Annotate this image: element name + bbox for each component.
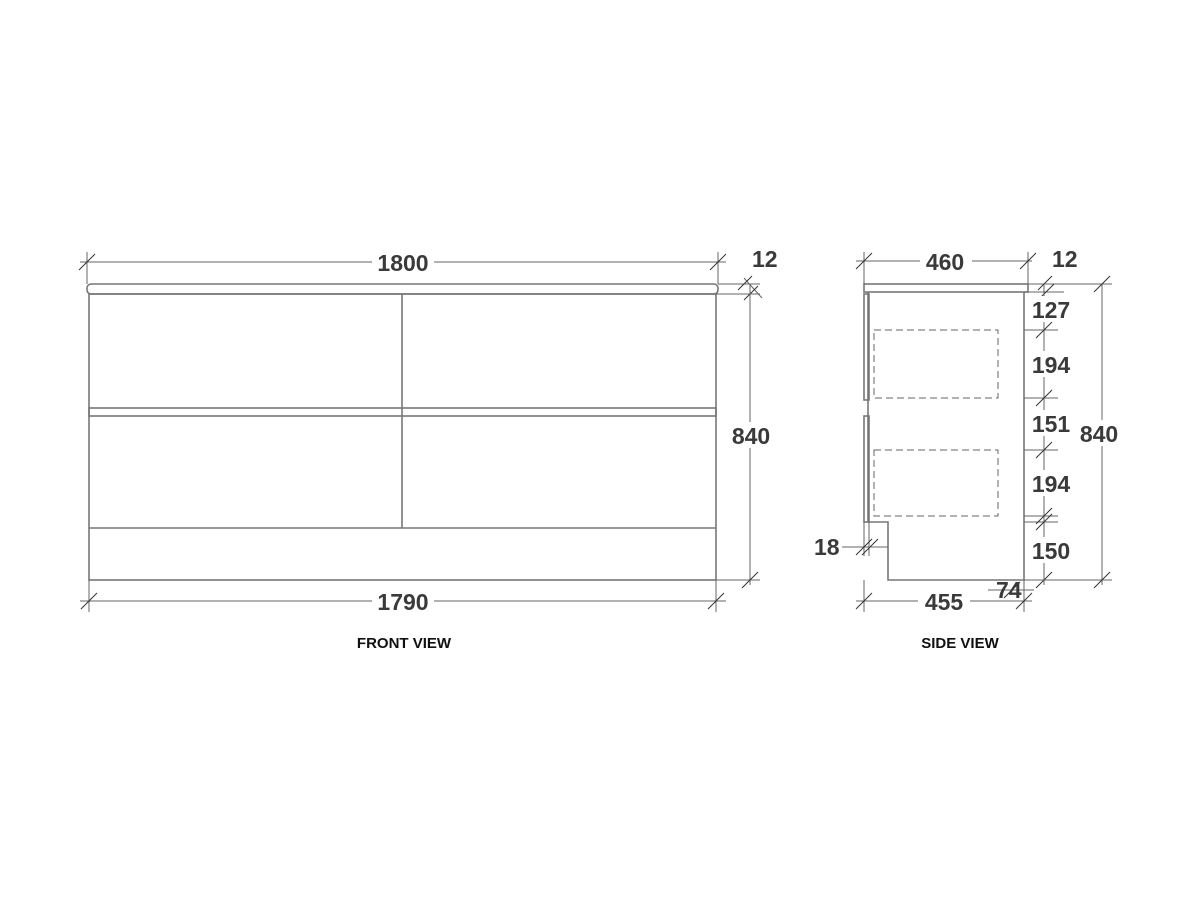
side-dim-top-thickness: 12 bbox=[1024, 246, 1078, 299]
side-dim-top-depth: 460 bbox=[855, 248, 1037, 284]
front-dim-bottom-width: 1790 bbox=[80, 580, 726, 615]
side-dim-plinth-label: 150 bbox=[1032, 538, 1070, 564]
side-dim-height-label: 840 bbox=[1080, 421, 1118, 447]
side-drawer-box-bottom bbox=[873, 449, 999, 517]
front-benchtop bbox=[86, 283, 719, 295]
side-dim-plinth-setback: 74 bbox=[988, 577, 1034, 603]
front-dim-bottom-width-label: 1790 bbox=[377, 589, 428, 615]
front-dim-top-width-label: 1800 bbox=[377, 250, 428, 276]
side-drawer-front-bottom bbox=[863, 415, 870, 523]
front-dim-top-width: 1800 bbox=[78, 249, 727, 284]
front-dim-top-thickness-label: 12 bbox=[752, 246, 778, 272]
side-dim-bottom-depth-label: 455 bbox=[925, 589, 964, 615]
side-dim-bottom-depth: 455 bbox=[855, 580, 1033, 615]
side-view-caption: SIDE VIEW bbox=[921, 635, 999, 652]
front-view-caption: FRONT VIEW bbox=[357, 635, 452, 652]
side-dim-plinth-setback-label: 74 bbox=[996, 577, 1022, 603]
side-dim-height: 840 bbox=[1024, 275, 1124, 589]
front-view: 1800 12 840 1790 FR bbox=[78, 246, 778, 652]
side-dim-drawer-1-label: 194 bbox=[1032, 352, 1071, 378]
front-dim-height: 840 bbox=[716, 284, 774, 589]
side-dim-front-panel: 18 bbox=[814, 522, 888, 560]
front-dim-height-label: 840 bbox=[732, 423, 770, 449]
side-dim-gap-top-label: 127 bbox=[1032, 297, 1070, 323]
side-drawer-front-top bbox=[863, 293, 870, 401]
side-drawer-box-top bbox=[873, 329, 999, 399]
side-view: 460 12 127 194 bbox=[814, 246, 1124, 652]
side-dim-drawer-2-label: 194 bbox=[1032, 471, 1071, 497]
side-benchtop bbox=[863, 283, 1029, 293]
front-drawer-rail bbox=[88, 407, 717, 417]
side-dim-front-panel-label: 18 bbox=[814, 534, 840, 560]
side-dim-gap-mid-label: 151 bbox=[1032, 411, 1071, 437]
front-dim-top-thickness: 12 bbox=[716, 246, 778, 301]
side-dim-top-depth-label: 460 bbox=[926, 249, 964, 275]
side-dim-top-thickness-label: 12 bbox=[1052, 246, 1078, 272]
side-cabinet-outline bbox=[867, 292, 1025, 581]
side-dim-drawer-chain: 127 194 151 194 150 bbox=[1024, 284, 1074, 589]
